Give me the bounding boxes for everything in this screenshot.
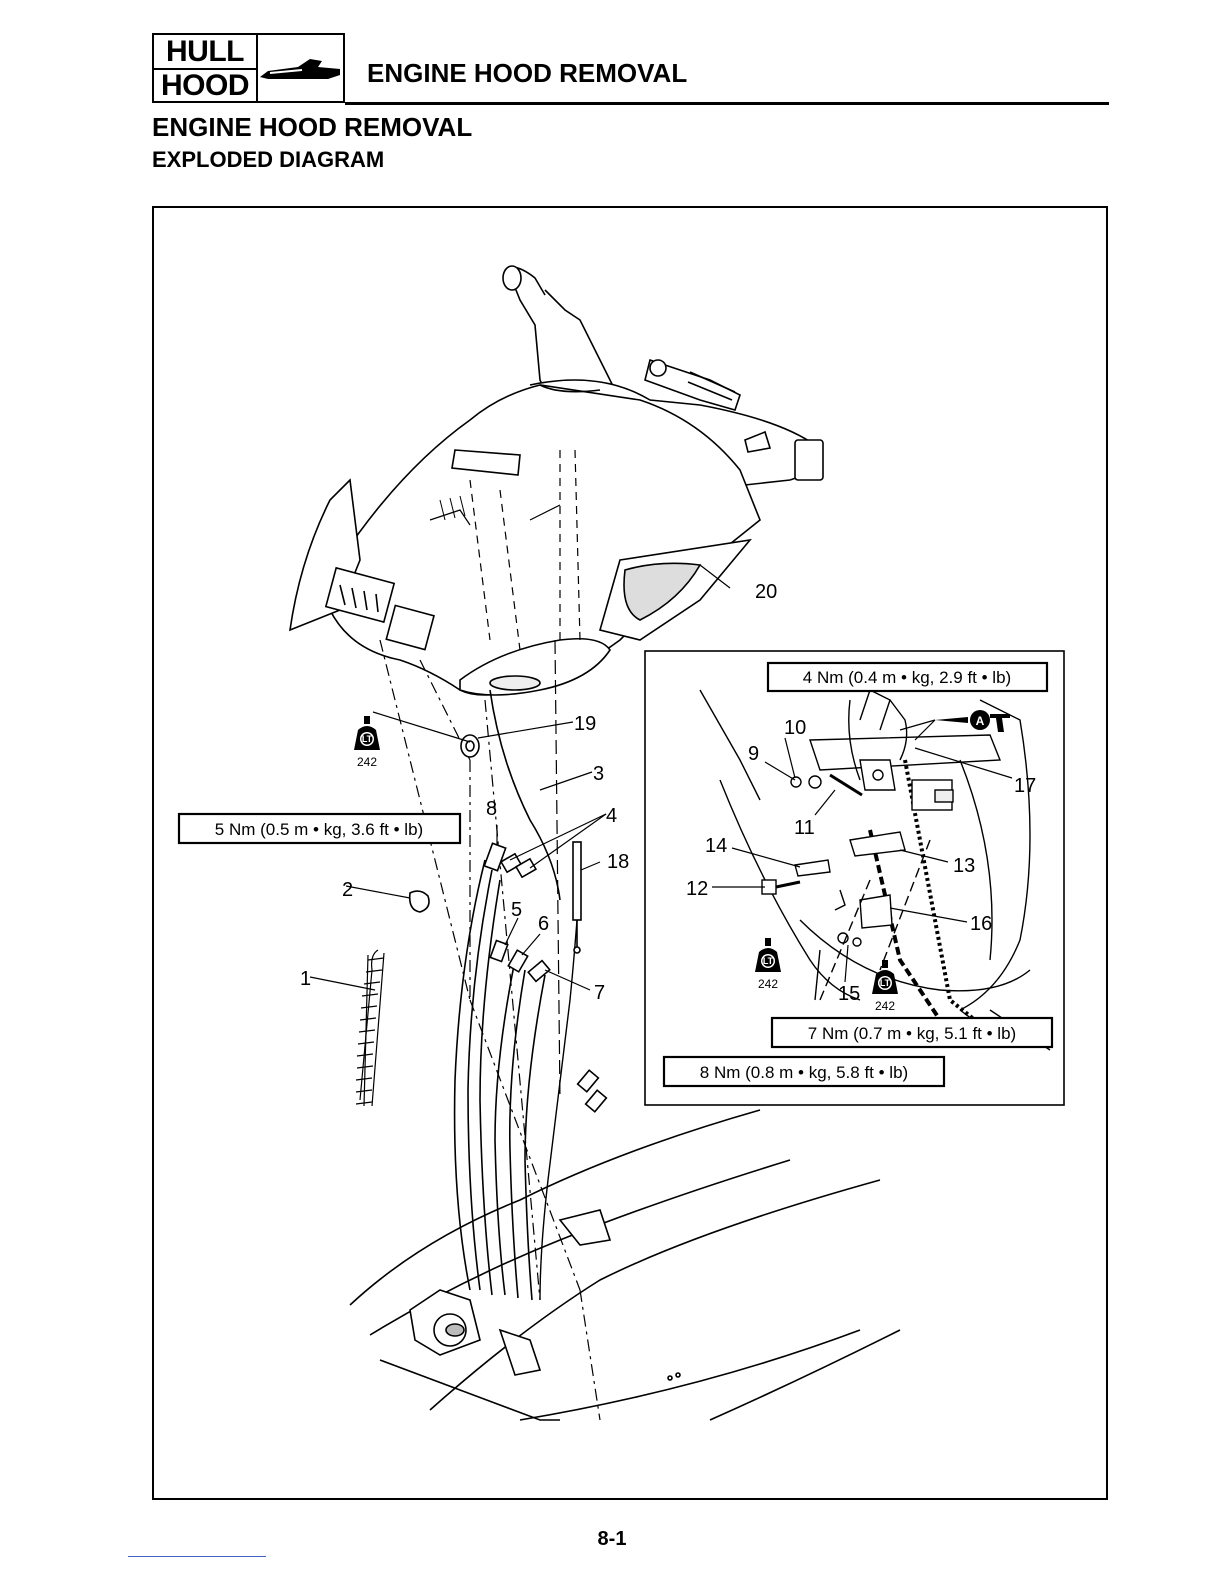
callout-14: 14	[705, 835, 727, 857]
svg-text:LT: LT	[880, 978, 891, 988]
cable-harness-drawing	[356, 640, 606, 1300]
callout-19: 19	[574, 713, 596, 735]
callout-3: 3	[593, 763, 604, 785]
callout-2: 2	[342, 879, 353, 901]
callout-16: 16	[970, 913, 992, 935]
callout-1: 1	[300, 968, 311, 990]
callout-10: 10	[784, 717, 806, 739]
svg-text:LT: LT	[763, 956, 774, 966]
callout-15: 15	[838, 983, 860, 1005]
callout-11: 11	[794, 817, 815, 839]
callout-6: 6	[538, 913, 549, 935]
callout-20: 20	[755, 581, 777, 603]
callout-18: 18	[607, 851, 629, 873]
callout-9: 9	[748, 743, 759, 765]
svg-text:LT: LT	[362, 734, 373, 744]
locktite-icon: LT 242	[354, 716, 380, 769]
footer-link-underline	[128, 1556, 266, 1557]
callout-13: 13	[953, 855, 975, 877]
torque-spec-7nm: 7 Nm (0.7 m • kg, 5.1 ft • lb)	[808, 1024, 1016, 1043]
callout-17: 17	[1014, 775, 1036, 797]
callout-12: 12	[686, 878, 708, 900]
svg-text:242: 242	[875, 999, 895, 1013]
callout-7: 7	[594, 982, 605, 1004]
callout-8: 8	[486, 798, 497, 820]
svg-text:242: 242	[758, 977, 778, 991]
svg-text:A: A	[976, 714, 985, 728]
hull-drawing	[350, 1110, 900, 1420]
torque-spec-5nm: 5 Nm (0.5 m • kg, 3.6 ft • lb)	[215, 820, 423, 839]
svg-text:242: 242	[357, 755, 377, 769]
torque-spec-8nm: 8 Nm (0.8 m • kg, 5.8 ft • lb)	[700, 1063, 908, 1082]
page-number: 8-1	[0, 1528, 1224, 1551]
torque-spec-4nm: 4 Nm (0.4 m • kg, 2.9 ft • lb)	[803, 668, 1011, 687]
callout-4: 4	[606, 805, 617, 827]
callout-5: 5	[511, 899, 522, 921]
engine-hood-drawing	[290, 266, 823, 695]
